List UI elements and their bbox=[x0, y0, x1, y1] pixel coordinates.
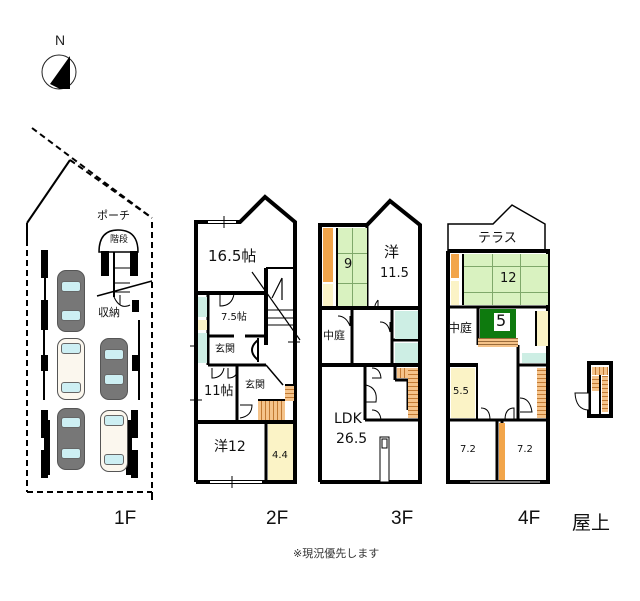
room-label-11: 11帖 bbox=[204, 384, 234, 399]
closet-yellow bbox=[198, 320, 207, 330]
room-label-western: 洋 bbox=[384, 243, 400, 261]
wet-area-mint bbox=[395, 343, 418, 363]
stairs-tan bbox=[285, 386, 294, 401]
room-label-ldk-size: 26.5 bbox=[336, 431, 368, 447]
north-arrow-icon bbox=[41, 54, 77, 90]
room-label-porch: ポーチ bbox=[97, 209, 130, 222]
tatami-mat bbox=[462, 254, 548, 305]
closet-orange bbox=[323, 228, 333, 282]
storage-yellow bbox=[268, 424, 293, 480]
wet-area-mint bbox=[395, 311, 418, 339]
room-label-western-12: 洋12 bbox=[214, 439, 246, 455]
floor-label-3f: 3F bbox=[391, 508, 414, 529]
wet-area-mint bbox=[522, 353, 546, 363]
room-label-ldk: LDK bbox=[334, 411, 362, 427]
room-label-room-5: 5 bbox=[496, 311, 507, 330]
room-label-stairs: 階段 bbox=[110, 235, 129, 245]
room-label-western-size: 11.5 bbox=[380, 266, 409, 281]
room-label-16-5: 16.5帖 bbox=[208, 247, 257, 265]
room-5-badge bbox=[494, 313, 510, 331]
parked-car-dark bbox=[57, 270, 85, 332]
room-label-7-2-a: 7.2 bbox=[460, 444, 476, 455]
closet-mint bbox=[198, 297, 207, 317]
room-label-entrance-2: 玄関 bbox=[245, 380, 265, 391]
stairs-tan bbox=[478, 338, 518, 347]
roof-stairs-tan bbox=[592, 367, 608, 375]
storage-yellow bbox=[451, 368, 475, 418]
room-label-tatami-9: 9 bbox=[344, 257, 353, 272]
room-label-terrace: テラス bbox=[478, 231, 517, 246]
room-label-7-5: 7.5帖 bbox=[221, 312, 247, 323]
room-label-courtyard: 中庭 bbox=[323, 329, 345, 342]
floor-label-2f: 2F bbox=[266, 508, 289, 529]
floor-label-4f: 4F bbox=[518, 508, 541, 529]
room-label-5-5: 5.5 bbox=[453, 386, 469, 397]
compass-north-label: N bbox=[55, 32, 66, 48]
stairs-tan bbox=[408, 368, 418, 418]
stairs-tan bbox=[258, 401, 285, 420]
closet-yellow bbox=[451, 281, 459, 305]
parked-car-dark bbox=[57, 408, 85, 470]
room-label-entrance-1: 玄関 bbox=[215, 344, 235, 355]
room-label-4-4: 4.4 bbox=[272, 450, 288, 461]
tatami-mat bbox=[336, 228, 367, 306]
stairs-tan bbox=[537, 368, 546, 418]
closet-orange bbox=[499, 423, 505, 480]
closet-yellow bbox=[535, 311, 548, 346]
roof-stairs-tan bbox=[592, 376, 599, 391]
compass: N bbox=[34, 32, 84, 92]
floor-label-roof: 屋上 bbox=[572, 513, 611, 534]
room-label-7-2-b: 7.2 bbox=[517, 444, 533, 455]
closet-mint bbox=[198, 333, 207, 363]
floor-label-1f: 1F bbox=[114, 508, 137, 529]
stairs-tan bbox=[397, 368, 408, 378]
parked-car-light bbox=[57, 338, 85, 400]
room-label-tatami-12: 12 bbox=[500, 271, 517, 286]
closet-orange bbox=[451, 254, 459, 278]
room-label-courtyard: 中庭 bbox=[448, 321, 473, 335]
closet-yellow bbox=[323, 284, 333, 306]
roof-stairs-tan bbox=[602, 376, 608, 412]
room-label-storage: 収納 bbox=[98, 306, 120, 319]
parked-car-light bbox=[100, 410, 128, 472]
parked-car-dark bbox=[100, 338, 128, 400]
footnote: ※現況優先します bbox=[293, 547, 380, 560]
